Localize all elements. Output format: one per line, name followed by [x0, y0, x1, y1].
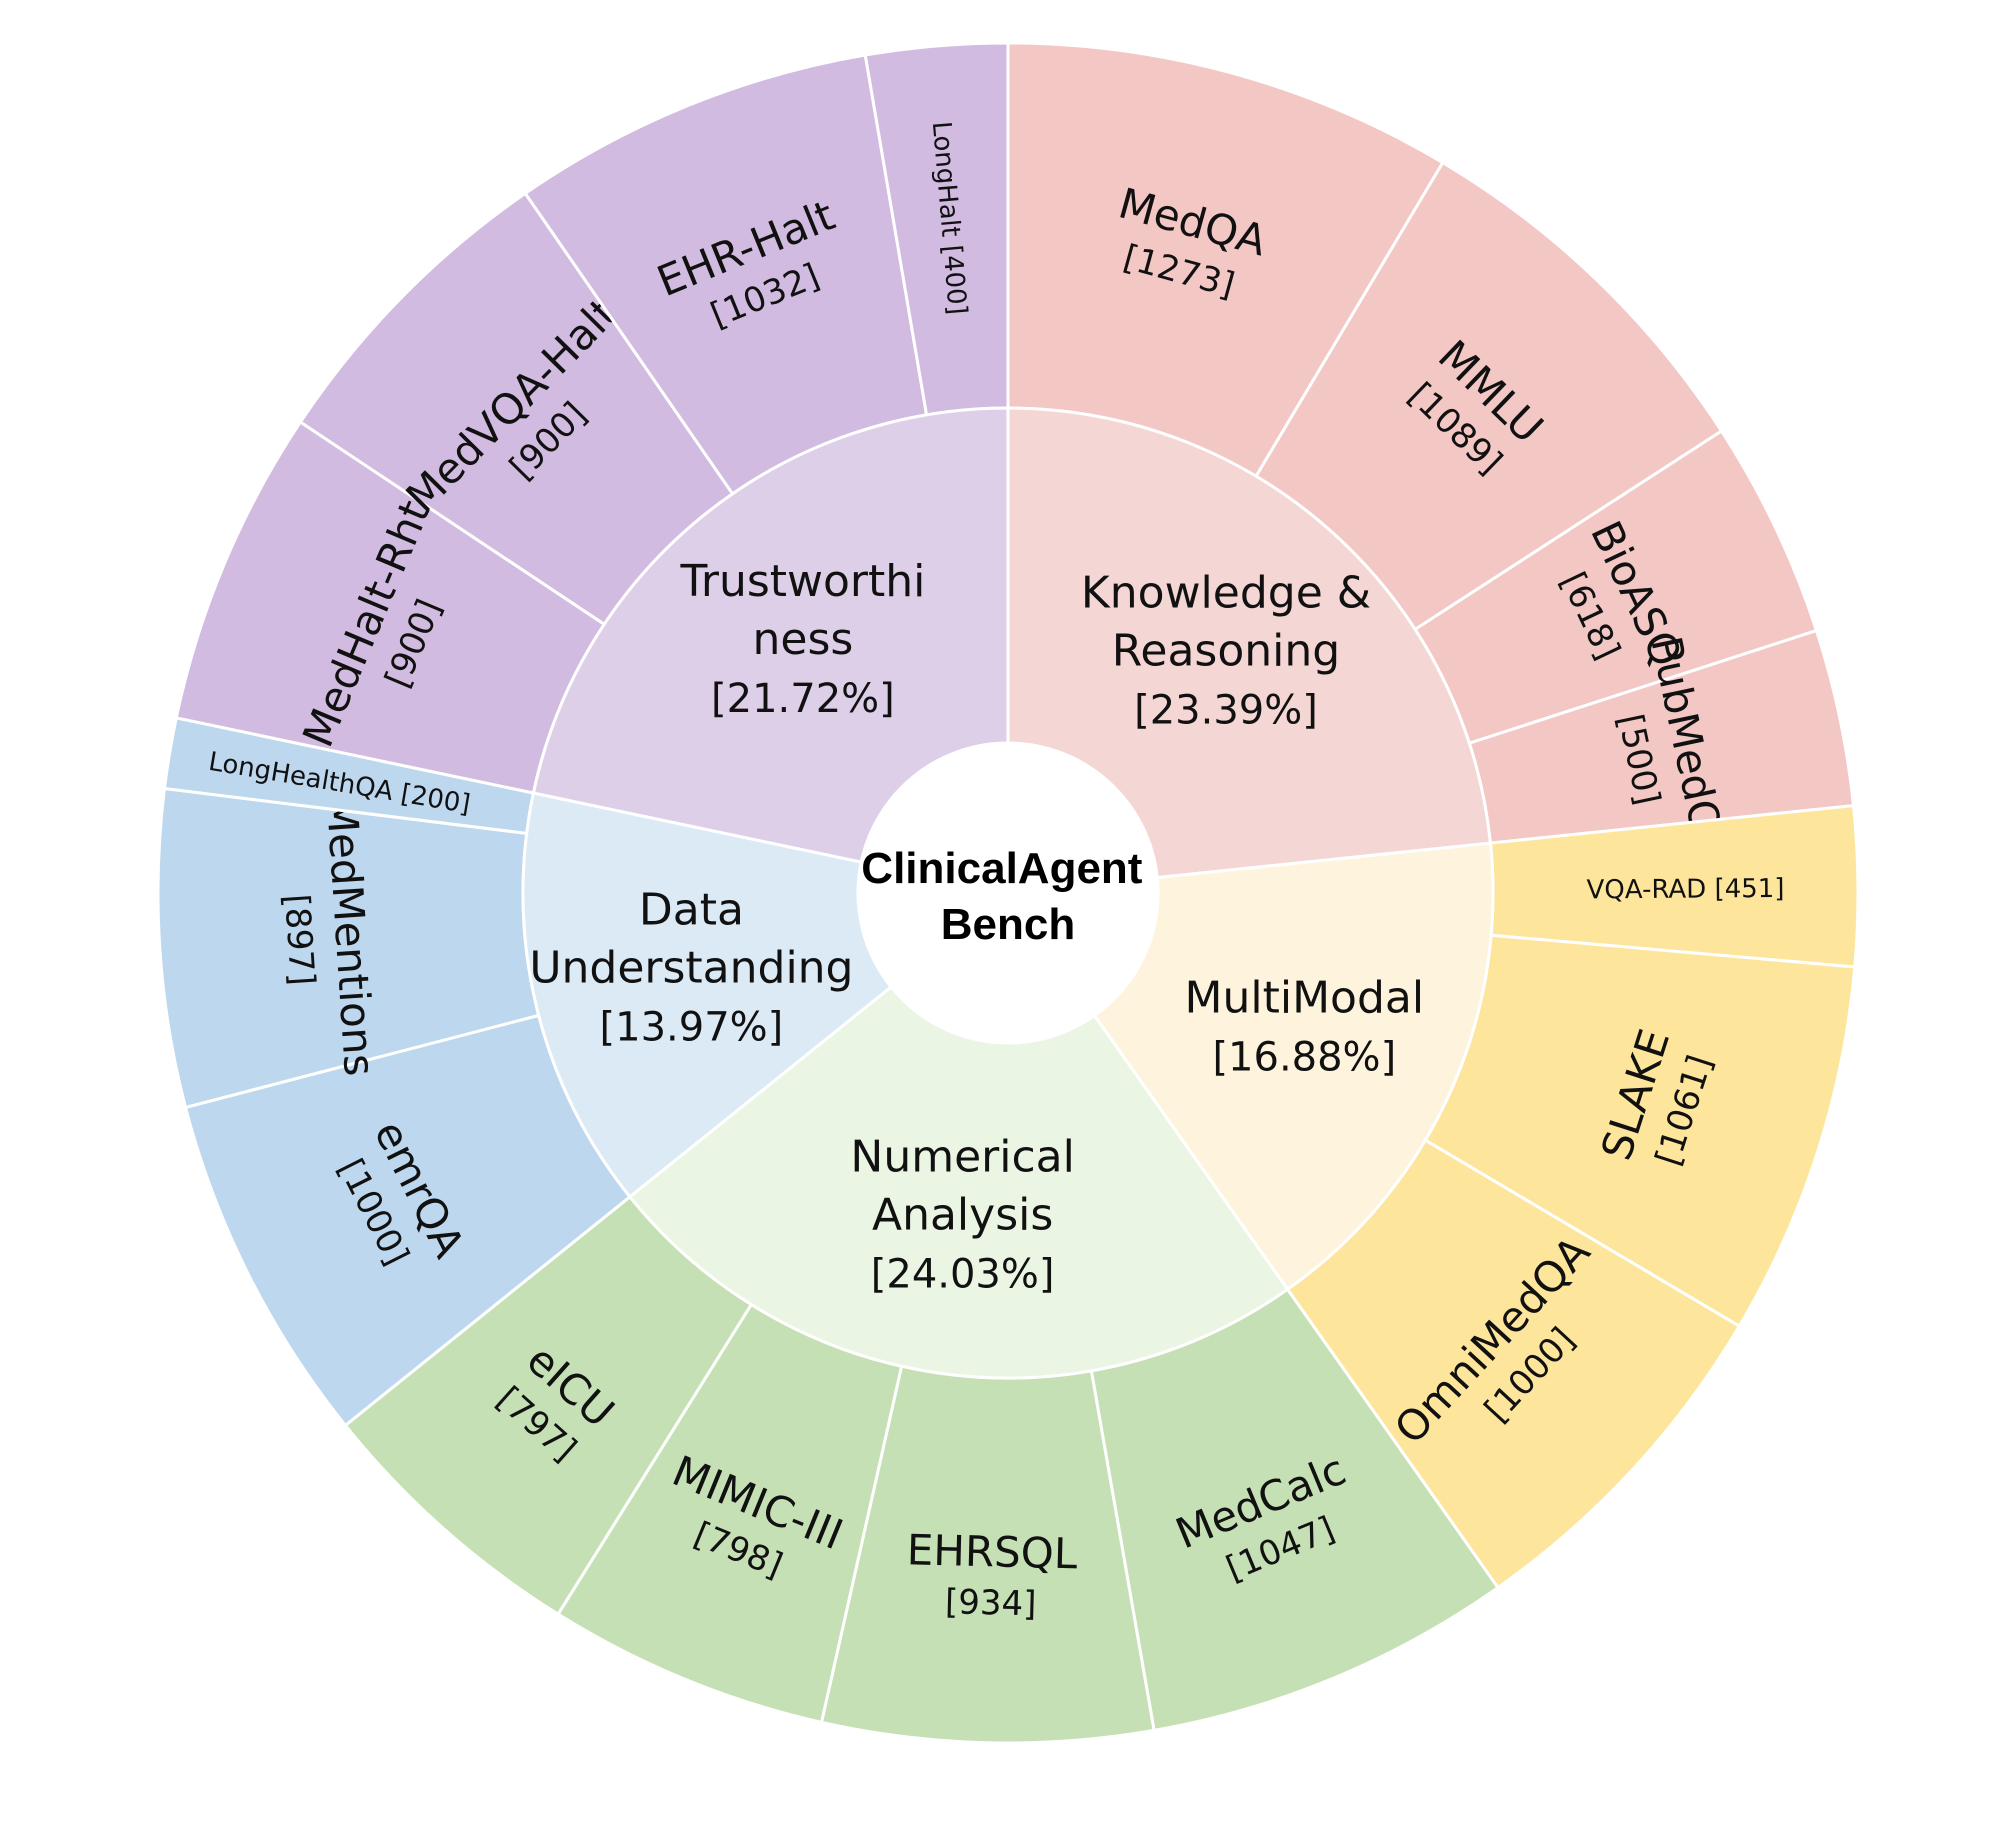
- center-hub: ClinicalAgent Bench: [858, 743, 1158, 1043]
- category-name-line: Reasoning: [1112, 625, 1340, 676]
- inner-ring: Knowledge & Reasoning [23.39%] MultiModal [1…: [521, 406, 1495, 1380]
- category-label-knowledge-reasoning: Knowledge & Reasoning [23.39%]: [1081, 567, 1371, 733]
- dataset-label-vqa-rad: VQA-RAD [451]: [1586, 874, 1784, 906]
- category-percent-knowledge-reasoning: [23.39%]: [1134, 687, 1318, 733]
- category-label-multimodal: MultiModal [16.88%]: [1185, 973, 1425, 1081]
- category-name-line: Analysis: [872, 1189, 1053, 1240]
- outer-ring: MedQA[1273]MMLU[1089]BioASQ[618]PubMedQA…: [156, 41, 1860, 1745]
- category-percent-trustworthiness: [21.72%]: [711, 676, 895, 722]
- category-name-line: Data: [639, 885, 744, 936]
- category-name-line: Understanding: [529, 943, 853, 994]
- category-name-line: Numerical: [850, 1131, 1074, 1182]
- center-circle: [858, 743, 1158, 1043]
- category-percent-data-understanding: [13.97%]: [600, 1005, 784, 1051]
- category-label-trustworthiness: Trustworthi ness [21.72%]: [679, 556, 925, 722]
- category-name-line: MultiModal: [1185, 973, 1425, 1024]
- dataset-count-medmentions: [897]: [276, 893, 322, 987]
- center-label: ClinicalAgent Bench: [861, 844, 1154, 949]
- dataset-label-medmentions: MedMentions[897]: [276, 795, 384, 1077]
- category-percent-multimodal: [16.88%]: [1212, 1035, 1396, 1081]
- dataset-label-ehrsql: EHRSQL[934]: [906, 1525, 1078, 1624]
- center-label-line-2: Bench: [941, 900, 1075, 949]
- dataset-name-ehrsql: EHRSQL: [906, 1525, 1078, 1578]
- category-name-line: ness: [753, 614, 854, 665]
- center-label-line-1: ClinicalAgent: [861, 844, 1142, 893]
- category-name-line: Knowledge &: [1081, 567, 1371, 618]
- dataset-name-vqa-rad: VQA-RAD [451]: [1586, 874, 1784, 906]
- category-percent-numerical-analysis: [24.03%]: [871, 1251, 1055, 1297]
- dataset-count-ehrsql: [934]: [945, 1582, 1037, 1624]
- category-name-line: Trustworthi: [679, 556, 925, 607]
